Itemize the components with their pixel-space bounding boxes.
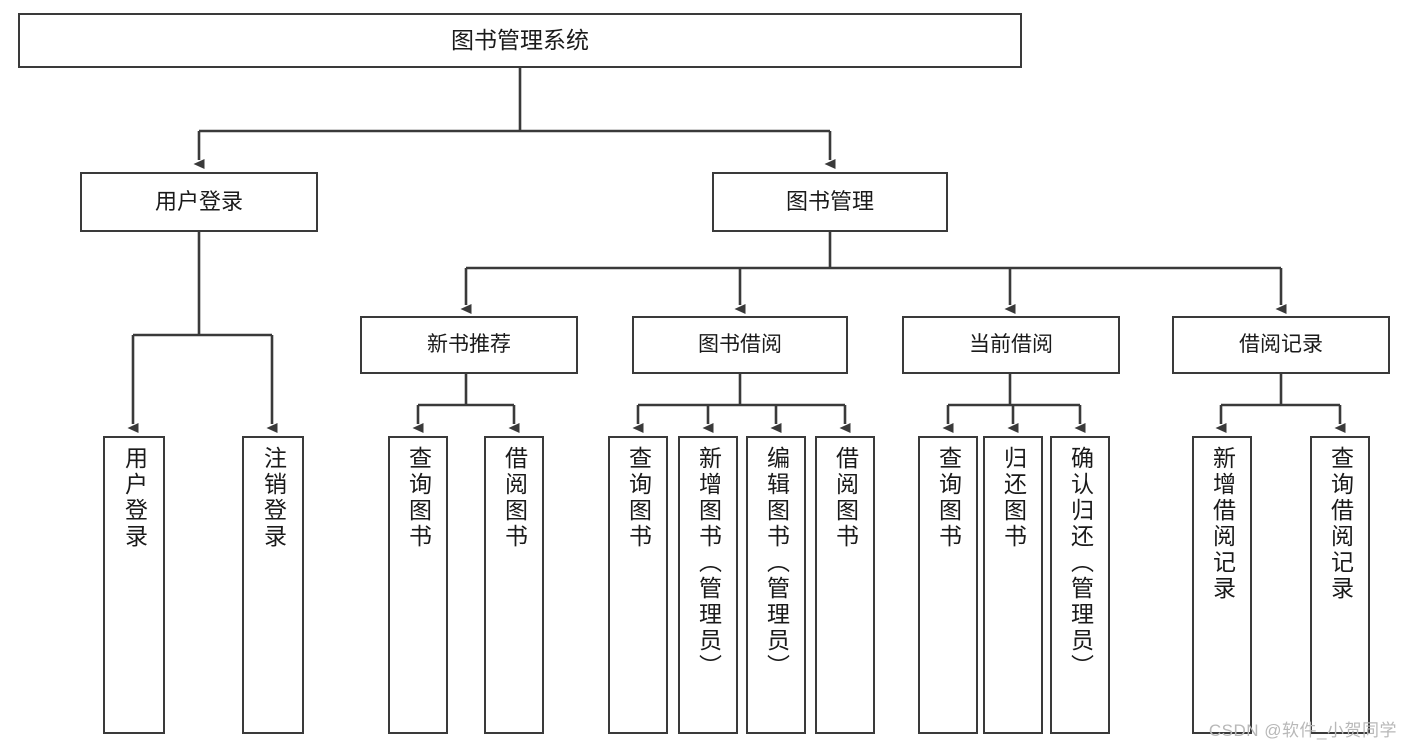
leaf-add-book-admin-label: 新增图书（管理员）	[695, 446, 722, 680]
node-current-borrow[interactable]: 当前借阅	[902, 316, 1120, 374]
leaf-query-borrow-record[interactable]: 查询借阅记录	[1310, 436, 1370, 734]
leaf-logout-label: 注销登录	[260, 446, 287, 550]
leaf-borrow-book-recommend[interactable]: 借阅图书	[484, 436, 544, 734]
node-book-management-label: 图书管理	[785, 188, 874, 214]
leaf-query-book-recommend-label: 查询图书	[405, 446, 432, 550]
leaf-add-borrow-record[interactable]: 新增借阅记录	[1192, 436, 1252, 734]
leaf-query-book-current[interactable]: 查询图书	[918, 436, 978, 734]
node-new-book-recommend-label: 新书推荐	[427, 332, 511, 356]
watermark: CSDN @软件_小贺同学	[1208, 721, 1397, 740]
node-user-login-label: 用户登录	[154, 188, 243, 214]
leaf-user-login-label: 用户登录	[121, 446, 148, 550]
node-book-borrow[interactable]: 图书借阅	[632, 316, 848, 374]
leaf-user-login[interactable]: 用户登录	[103, 436, 165, 734]
leaf-borrow-book-recommend-label: 借阅图书	[501, 446, 528, 550]
node-root[interactable]: 图书管理系统	[18, 13, 1022, 68]
node-borrow-record[interactable]: 借阅记录	[1172, 316, 1390, 374]
leaf-add-book-admin[interactable]: 新增图书（管理员）	[678, 436, 738, 734]
leaf-query-book-recommend[interactable]: 查询图书	[388, 436, 448, 734]
node-book-borrow-label: 图书借阅	[698, 332, 782, 356]
leaf-query-book-borrow-label: 查询图书	[625, 446, 652, 550]
leaf-query-book-borrow[interactable]: 查询图书	[608, 436, 668, 734]
node-borrow-record-label: 借阅记录	[1239, 332, 1323, 356]
leaf-add-borrow-record-label: 新增借阅记录	[1209, 446, 1236, 602]
leaf-confirm-return-admin-label: 确认归还（管理员）	[1067, 446, 1094, 680]
node-book-management[interactable]: 图书管理	[712, 172, 948, 232]
node-new-book-recommend[interactable]: 新书推荐	[360, 316, 578, 374]
leaf-return-book[interactable]: 归还图书	[983, 436, 1043, 734]
leaf-logout[interactable]: 注销登录	[242, 436, 304, 734]
node-root-label: 图书管理系统	[451, 26, 589, 53]
node-user-login[interactable]: 用户登录	[80, 172, 318, 232]
leaf-edit-book-admin-label: 编辑图书（管理员）	[763, 446, 790, 680]
leaf-confirm-return-admin[interactable]: 确认归还（管理员）	[1050, 436, 1110, 734]
leaf-borrow-book-label: 借阅图书	[832, 446, 859, 550]
leaf-query-borrow-record-label: 查询借阅记录	[1327, 446, 1354, 602]
leaf-query-book-current-label: 查询图书	[935, 446, 962, 550]
leaf-borrow-book[interactable]: 借阅图书	[815, 436, 875, 734]
leaf-edit-book-admin[interactable]: 编辑图书（管理员）	[746, 436, 806, 734]
node-current-borrow-label: 当前借阅	[969, 332, 1053, 356]
leaf-return-book-label: 归还图书	[1000, 446, 1027, 550]
